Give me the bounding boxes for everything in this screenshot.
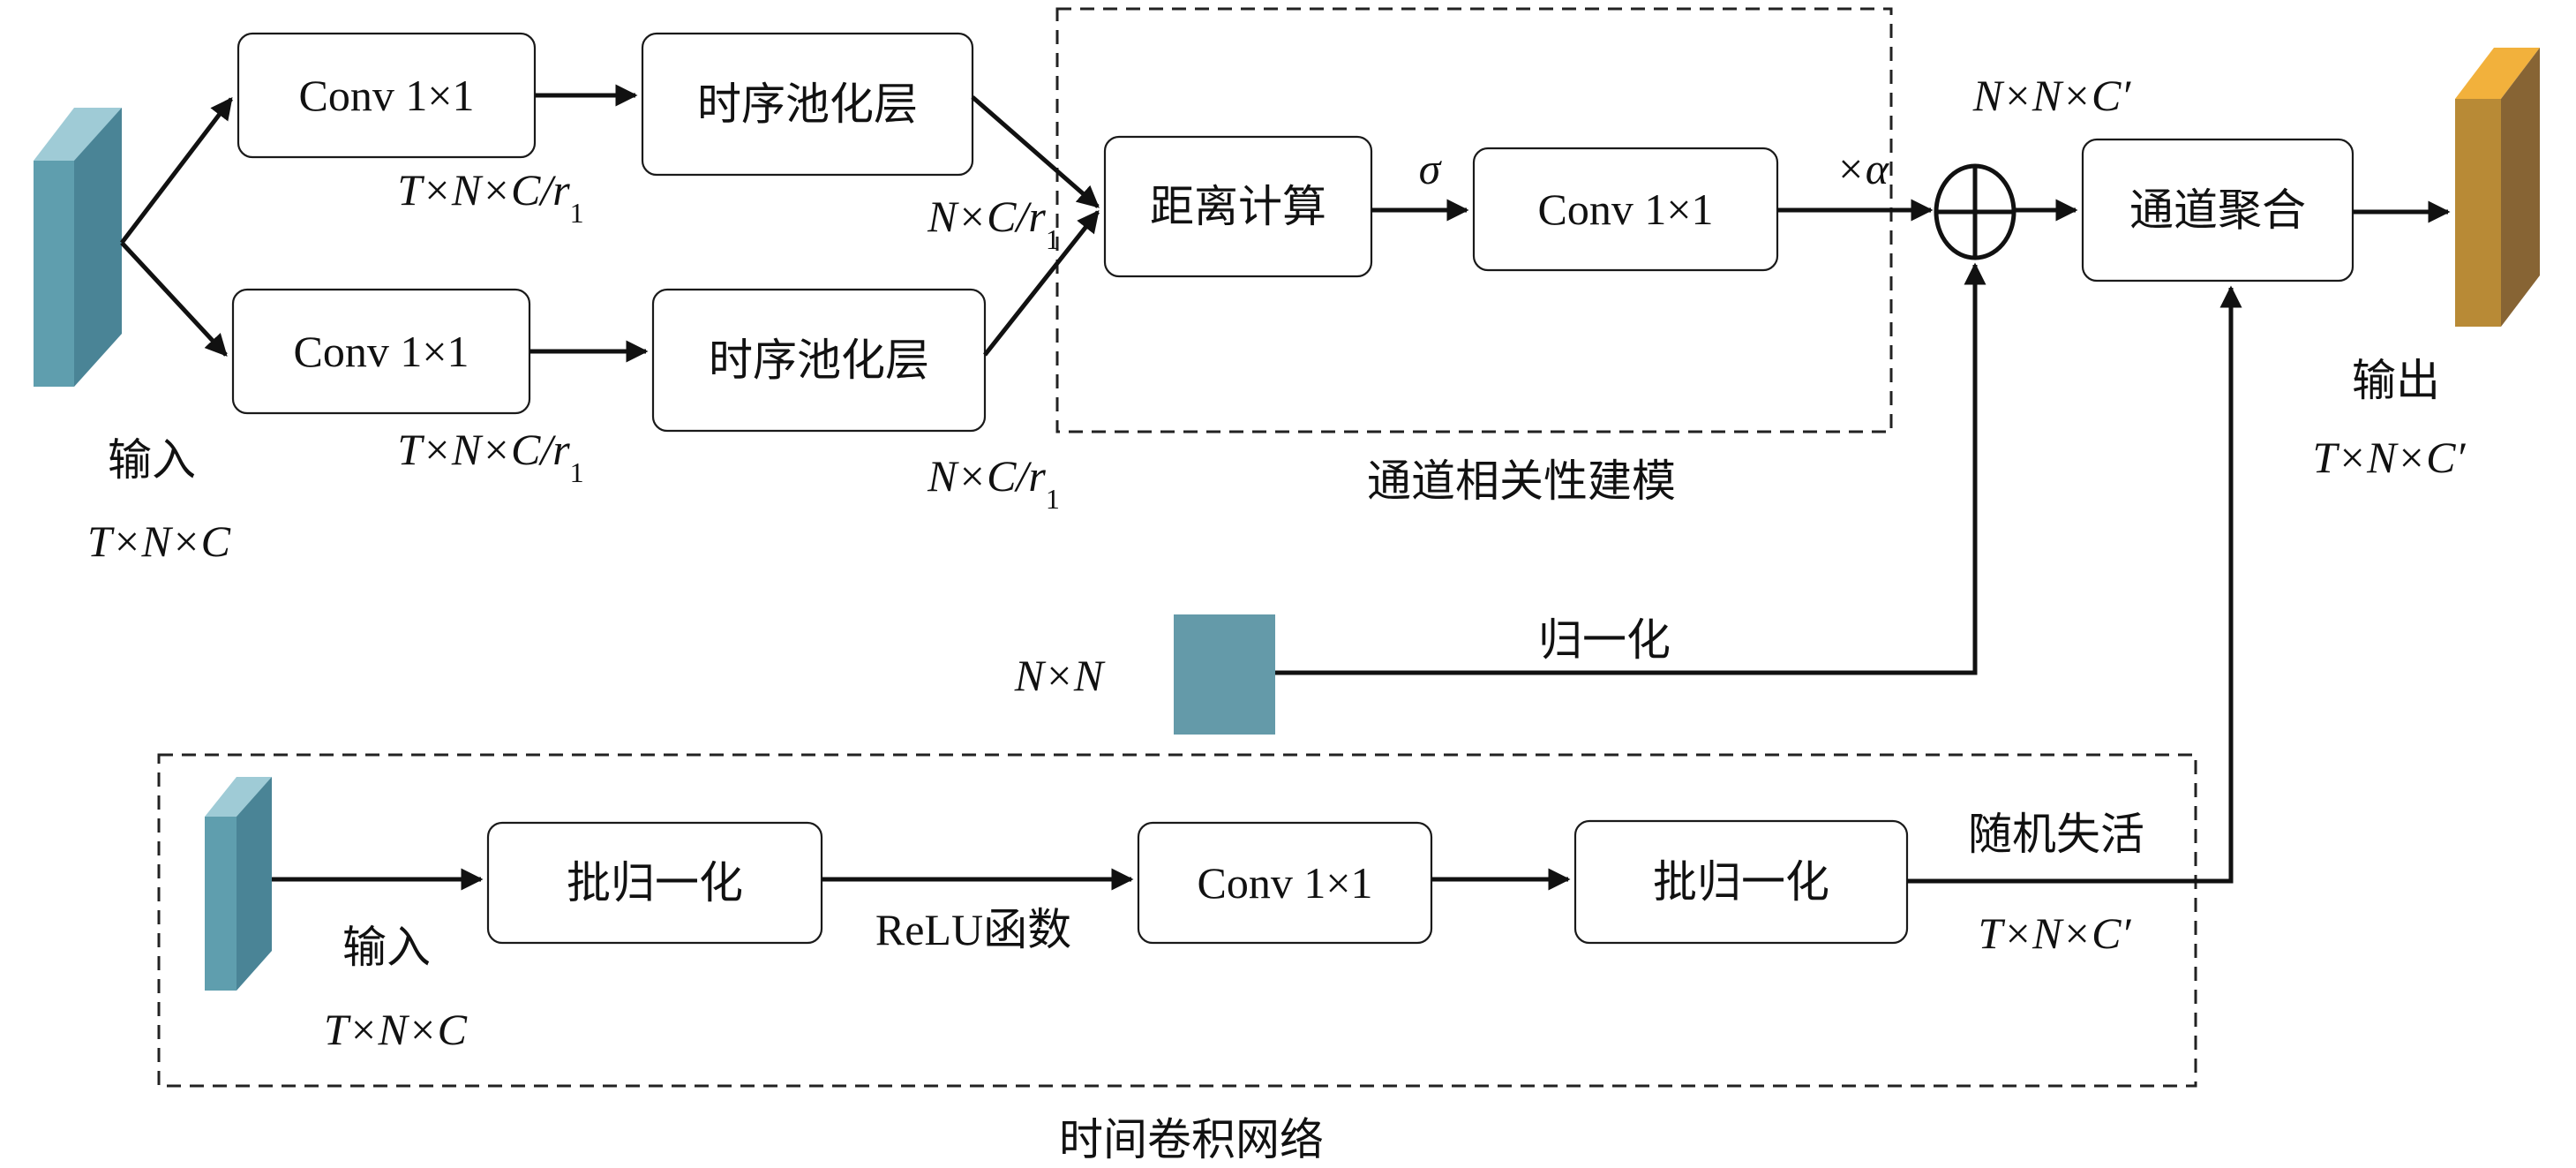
input-tensor-icon	[34, 108, 122, 387]
output-tensor-front	[2455, 99, 2501, 327]
sigma-label: σ	[1419, 144, 1443, 193]
conv-top-dims-sub: 1	[570, 197, 584, 229]
conv-mid-label: Conv 1×1	[1537, 185, 1713, 234]
tcn-input-label: 输入	[342, 923, 431, 972]
pool-top-dims-main: N×C/r	[927, 192, 1046, 241]
input-main-label: 输入	[108, 435, 196, 485]
tcn-input-tensor-top	[205, 777, 272, 817]
output-tensor-side	[2501, 48, 2540, 327]
bn1-box	[486, 821, 823, 945]
pool-bottom-dims-main: N×C/r	[927, 451, 1046, 501]
conv-bottom-dims-main: T×N×C/r	[397, 425, 570, 474]
channel-correlation-module-frame	[1055, 7, 1893, 433]
dropout-label: 随机失活	[1968, 810, 2144, 859]
input-tensor-top	[34, 108, 122, 161]
output-tensor-icon	[2455, 48, 2540, 327]
relu-label: ReLU函数	[875, 905, 1071, 954]
arrow-pool-bottom-to-distance	[983, 210, 1100, 357]
conv-bottom-dims: T×N×C/r1	[397, 425, 583, 488]
aggregate-label: 通道聚合	[2129, 185, 2306, 235]
pool-bottom-box	[651, 288, 987, 433]
arrow-adjacency-to-sum	[1275, 262, 1986, 675]
conv-tcn-label: Conv 1×1	[1197, 858, 1372, 908]
bn2-label: 批归一化	[1653, 857, 1829, 907]
tcn-module-label: 时间卷积网络	[1059, 1115, 1324, 1164]
bn1-label: 批归一化	[567, 858, 743, 908]
tcn-input-tensor-front	[205, 817, 237, 991]
arrow-input-to-conv-top	[120, 97, 233, 245]
tcn-out-dims: T×N×C′	[1979, 908, 2132, 958]
tcn-input-tensor-icon	[205, 777, 272, 991]
adjacency-matrix-icon	[1174, 614, 1275, 735]
conv-top-dims: T×N×C/r1	[397, 165, 583, 229]
alpha-label: ×α	[1836, 144, 1890, 193]
tcn-input-tensor-side	[237, 777, 272, 991]
arrow-input-to-conv-bottom	[120, 241, 228, 357]
distance-label: 距离计算	[1150, 182, 1326, 231]
tcn-input-dims: T×N×C	[324, 1005, 468, 1054]
distance-box	[1103, 135, 1373, 278]
pool-bottom-dims: N×C/r1	[927, 451, 1060, 515]
connectors	[120, 84, 2451, 891]
sum-node-icon	[1934, 163, 2016, 260]
output-dims: T×N×C′	[2313, 433, 2467, 482]
pool-top-dims: N×C/r1	[927, 192, 1060, 255]
pool-top-label: 时序池化层	[697, 79, 918, 129]
input-tensor-side	[74, 108, 122, 387]
conv-tcn-box	[1137, 821, 1433, 945]
sum-dims-label: N×N×C′	[1972, 71, 2132, 120]
pool-top-box	[641, 32, 974, 177]
input-tensor-front	[34, 161, 74, 387]
conv-bottom-dims-sub: 1	[570, 456, 584, 488]
tcn-module-frame	[157, 753, 2197, 1088]
input-main-dims: T×N×C	[87, 516, 231, 566]
pool-bottom-label: 时序池化层	[709, 335, 929, 385]
conv-top-dims-main: T×N×C/r	[397, 165, 570, 215]
arrow-bn2-to-aggregate	[1907, 285, 2242, 884]
arrow-pool-top-to-distance	[971, 95, 1100, 208]
output-label: 输出	[2352, 356, 2440, 405]
conv-bottom-label: Conv 1×1	[293, 327, 469, 376]
channel-correlation-module-label: 通道相关性建模	[1367, 456, 1676, 506]
normalize-label: 归一化	[1538, 615, 1671, 665]
pool-top-dims-sub: 1	[1046, 223, 1060, 255]
conv-top-label: Conv 1×1	[298, 71, 474, 120]
pool-bottom-dims-sub: 1	[1046, 483, 1060, 515]
adjacency-dims-label: N×N	[1014, 651, 1106, 700]
output-tensor-top	[2455, 48, 2540, 99]
